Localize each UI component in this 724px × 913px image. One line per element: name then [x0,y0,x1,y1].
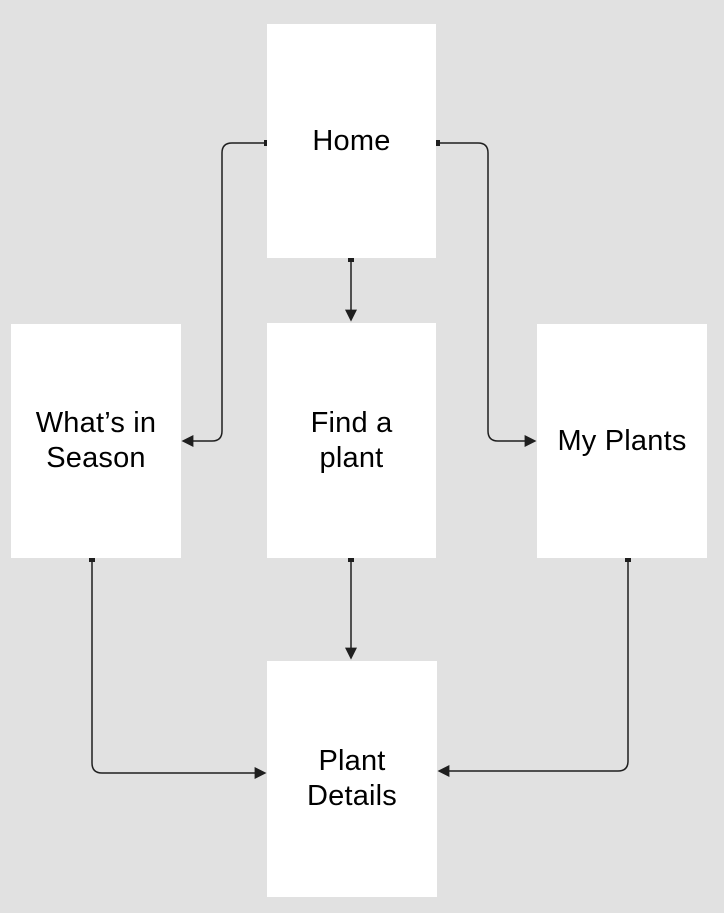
edge-home-to-my-plants [434,140,537,447]
node-plant-details-label: Plant Details [306,745,398,812]
node-home: Home [267,24,436,258]
edge-my-plants-to-plant-details [437,556,631,777]
node-home-label: Home [312,124,391,157]
edge-home-to-whats-in-season [181,140,270,447]
node-my-plants-label: My Plants [557,424,687,457]
node-my-plants: My Plants [537,324,707,558]
node-whats-in-season: What’s in Season [11,324,181,558]
node-plant-details: Plant Details [267,661,437,897]
edge-whats-in-season-to-plant-details [89,556,267,779]
node-whats-in-season-label: What’s in Season [35,407,157,474]
node-find-a-plant: Find a plant [267,323,436,558]
node-find-a-plant-label: Find a plant [310,406,393,474]
